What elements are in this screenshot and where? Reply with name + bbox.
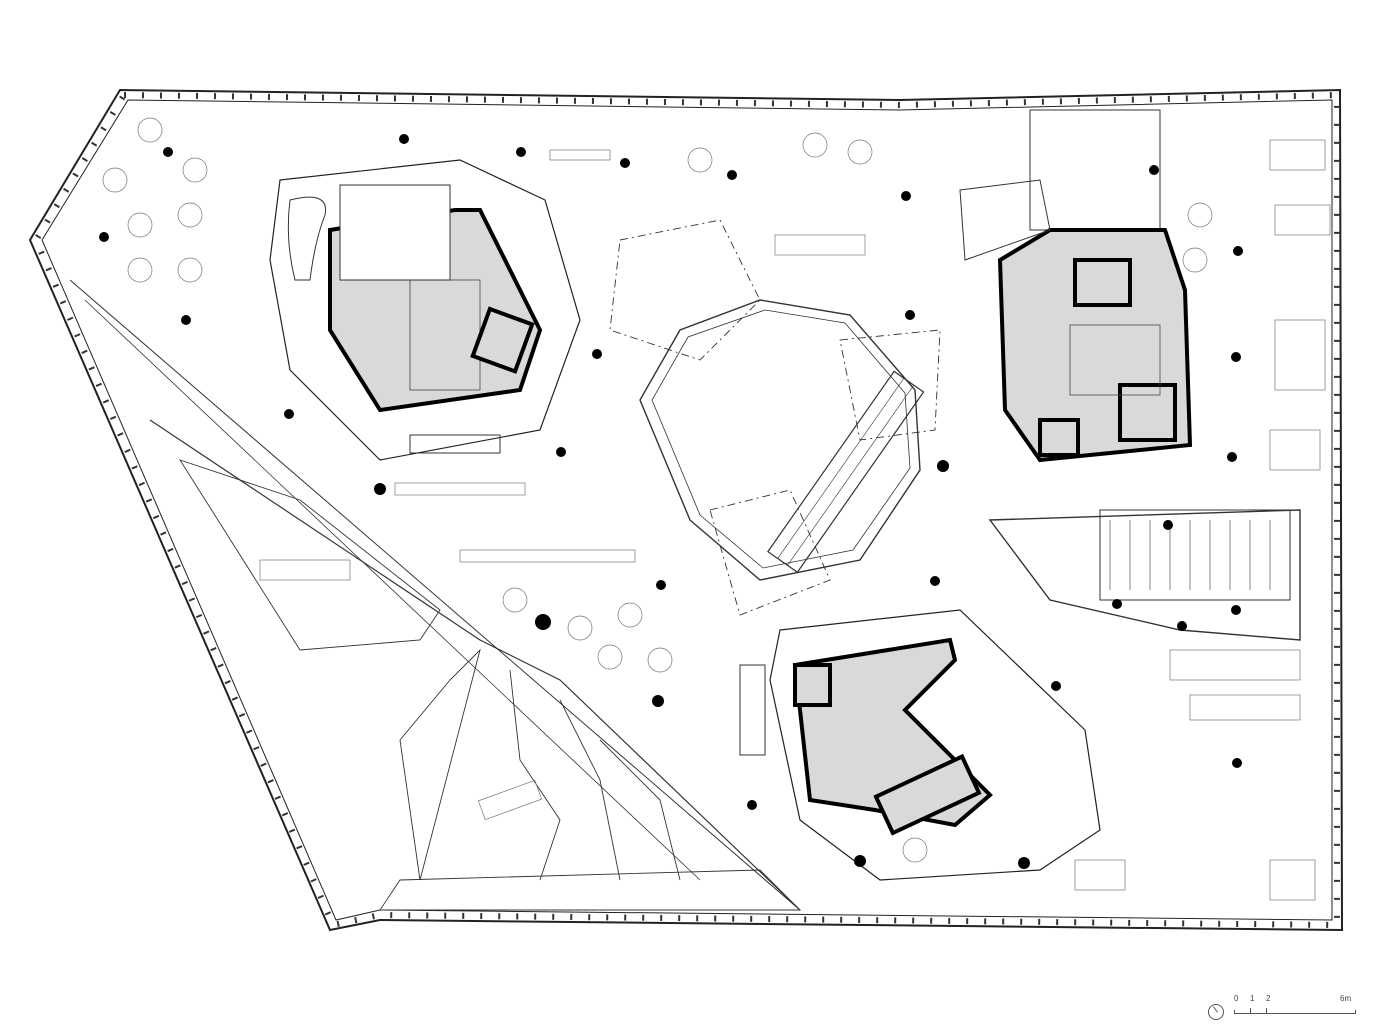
escalator: [767, 370, 925, 574]
scale-label-0: 0: [1234, 994, 1239, 1003]
core-northwest: [269, 159, 581, 461]
core-east: [959, 109, 1193, 463]
facade: [28, 88, 1344, 932]
auditorium: [988, 509, 1301, 641]
central-atrium: [609, 219, 941, 616]
scale-bar: 0 1 2 6m: [1208, 994, 1358, 1020]
columns: [99, 134, 1243, 869]
scale-label-1: 1: [1250, 994, 1255, 1003]
north-arrow-icon: [1208, 1004, 1224, 1020]
scale-tick: [1250, 1008, 1251, 1013]
scale-label-2: 2: [1266, 994, 1271, 1003]
core-south: [739, 609, 1101, 881]
ramp-terraces: [69, 279, 802, 911]
scale-tick: [1266, 1008, 1267, 1013]
furniture: [102, 117, 1331, 901]
scale-label-6m: 6m: [1340, 994, 1352, 1003]
scale-bar-line: [1234, 1010, 1356, 1014]
